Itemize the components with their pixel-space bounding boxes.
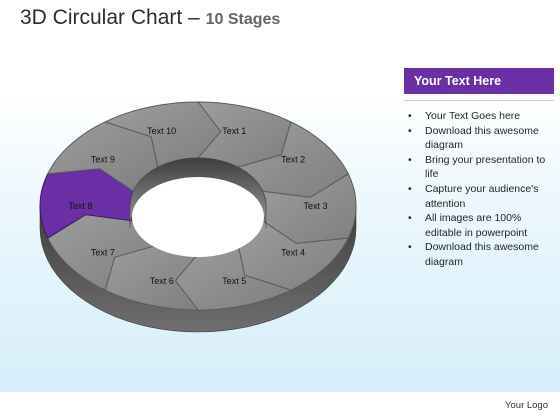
footer-bar: Your Logo: [0, 392, 560, 420]
segment-label-10: Text 10: [147, 126, 176, 136]
bullet-list: Your Text Goes here Download this awesom…: [404, 109, 554, 270]
bullet-item: Capture your audience's attention: [404, 182, 554, 211]
segment-label-5: Text 5: [222, 276, 246, 286]
logo-placeholder: Your Logo: [505, 400, 548, 411]
bullet-item: Download this awesome diagram: [404, 240, 554, 269]
segment-label-9: Text 9: [91, 155, 115, 165]
panel-divider: [404, 100, 554, 101]
bullet-item: Download this awesome diagram: [404, 124, 554, 153]
segment-label-6: Text 6: [150, 276, 174, 286]
segment-label-8: Text 8: [68, 201, 92, 211]
panel-header: Your Text Here: [404, 68, 554, 94]
ring-center-hole: [132, 177, 264, 257]
segment-label-2: Text 2: [281, 155, 305, 165]
segment-label-4: Text 4: [281, 247, 305, 257]
bullet-item: All images are 100% editable in powerpoi…: [404, 211, 554, 240]
text-panel: Your Text Here Your Text Goes here Downl…: [404, 68, 554, 270]
segment-label-7: Text 7: [91, 247, 115, 257]
slide-title: 3D Circular Chart – 10 Stages: [20, 6, 280, 30]
bullet-item: Your Text Goes here: [404, 109, 554, 124]
segment-label-3: Text 3: [303, 201, 327, 211]
title-main: 3D Circular Chart: [20, 6, 183, 29]
segment-label-1: Text 1: [222, 126, 246, 136]
circular-ring-diagram: Text 1 Text 2 Text 3 Text 4 Text 5 Text 6 Text…: [39, 101, 357, 333]
bullet-item: Bring your presentation to life: [404, 153, 554, 182]
title-dash: –: [182, 6, 206, 29]
title-stages: 10 Stages: [205, 11, 281, 28]
